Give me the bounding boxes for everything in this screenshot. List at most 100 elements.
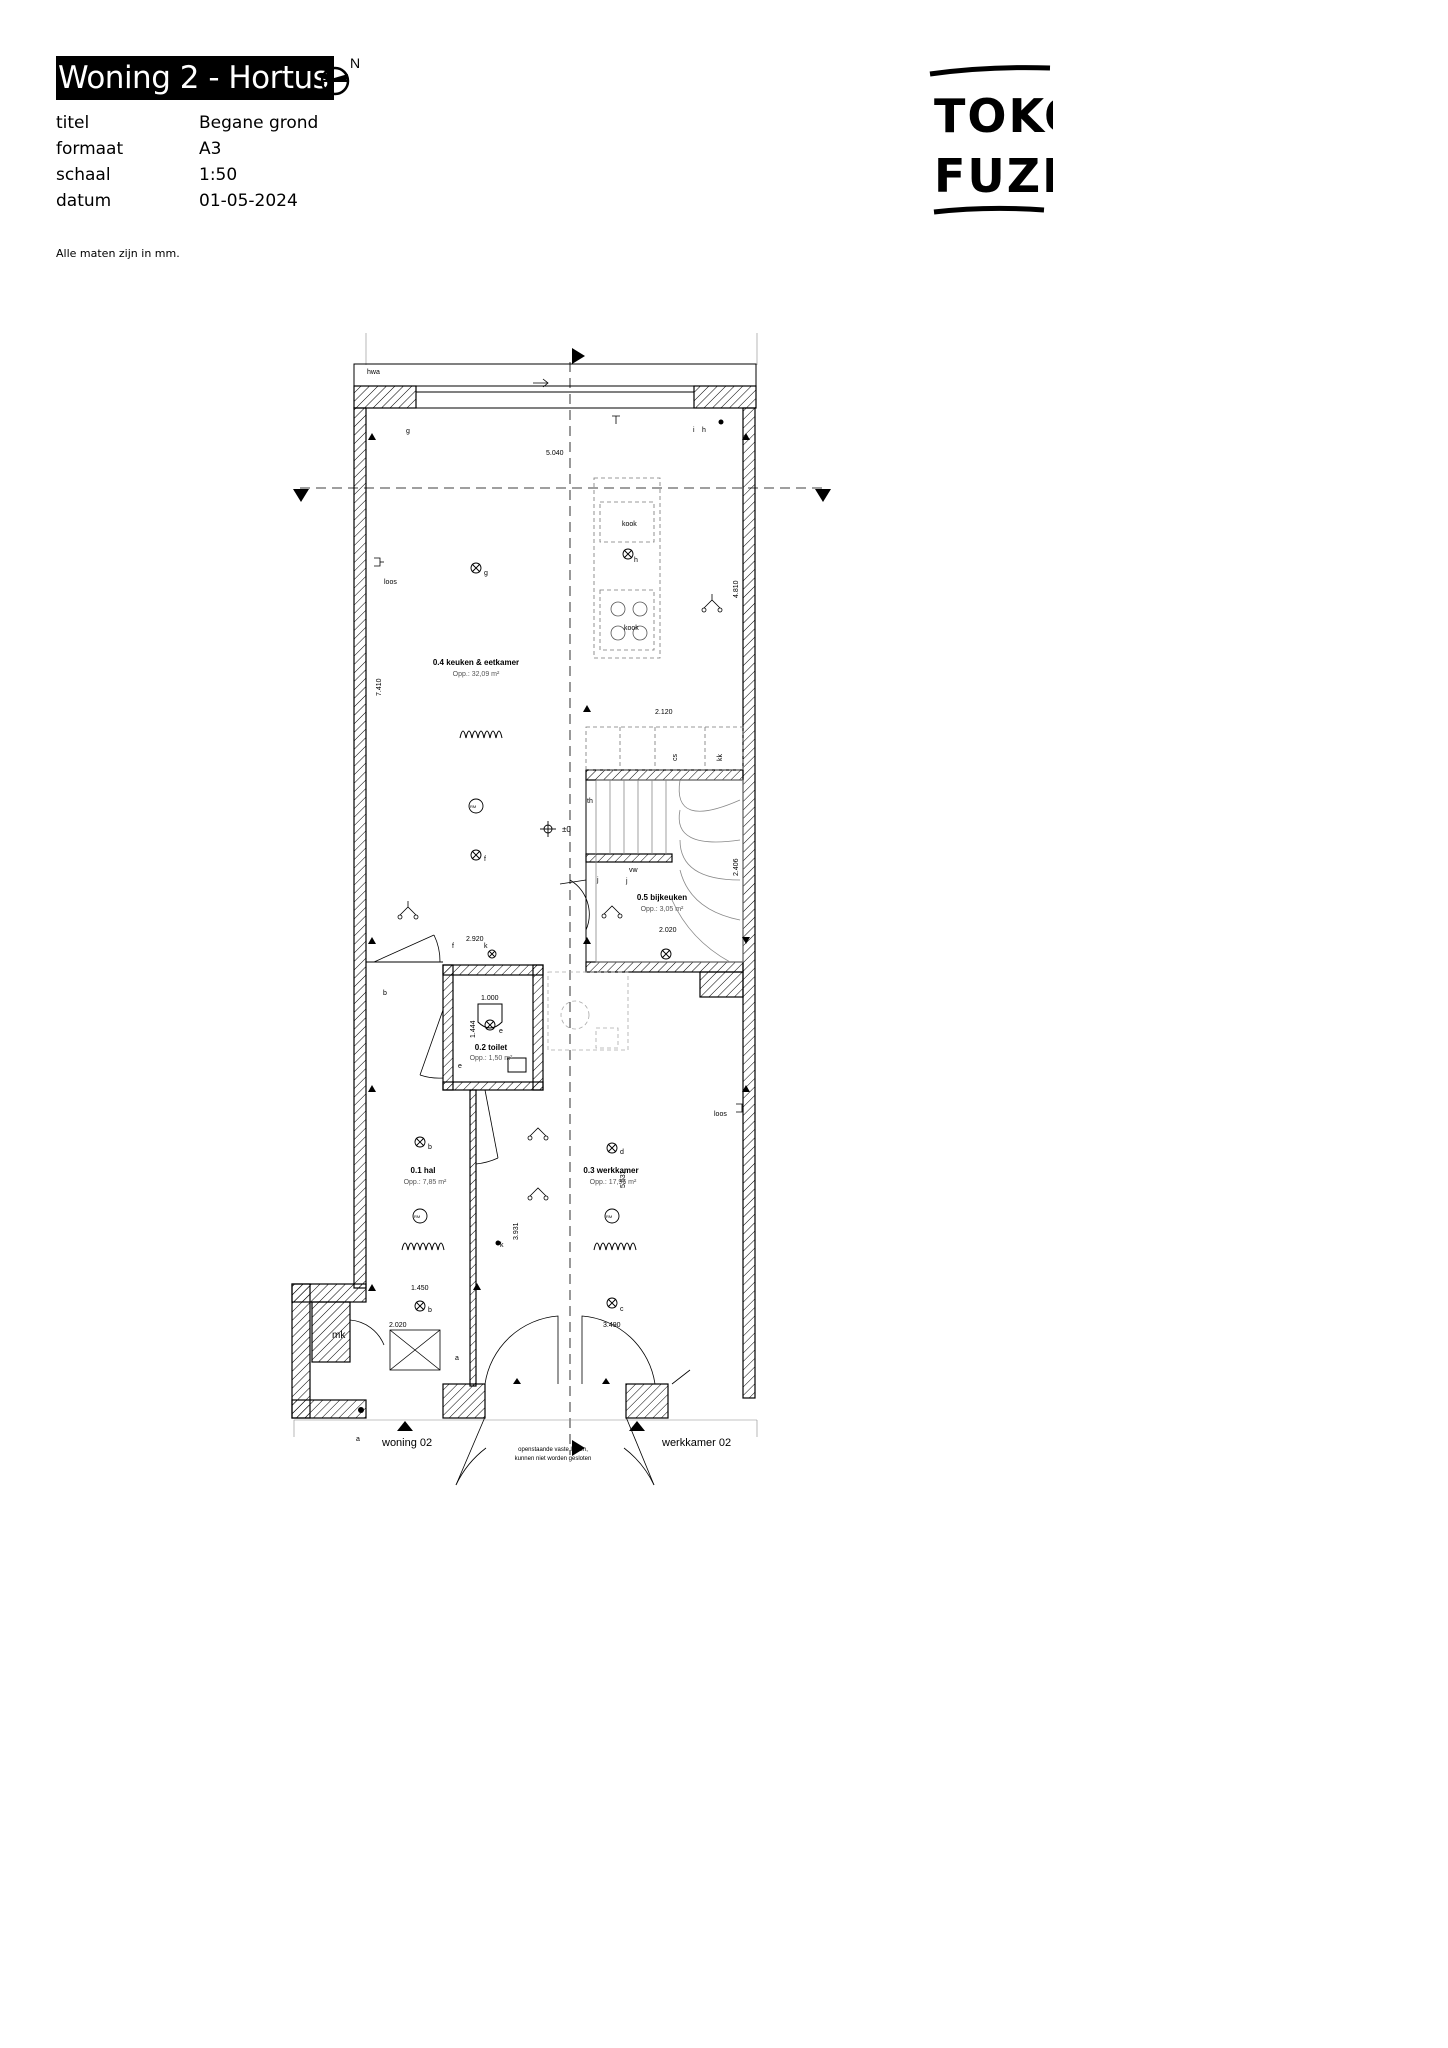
dimension-labels: 5.040 4.810 7.410 2.120 2.406 2.020 2.92… bbox=[376, 450, 740, 1329]
rm-icons bbox=[412, 798, 620, 1224]
dim-3490: 3.490 bbox=[603, 1322, 621, 1329]
meta-row: formaat A3 bbox=[56, 136, 334, 162]
bottom-labels: woning 02 werkkamer 02 openstaande vaste… bbox=[381, 1437, 731, 1462]
dim-1000: 1.000 bbox=[481, 995, 499, 1002]
title-block: Woning 2 - Hortus N titel Begane grond f… bbox=[56, 55, 360, 214]
room-name: 0.2 toilet bbox=[475, 1043, 508, 1052]
meta-row: titel Begane grond bbox=[56, 110, 334, 136]
kook-label-2: kook bbox=[624, 625, 639, 632]
section-lines bbox=[300, 362, 822, 1455]
dim-1450: 1.450 bbox=[411, 1285, 429, 1292]
label-b1: b bbox=[383, 990, 387, 997]
meta-value: 1:50 bbox=[199, 165, 238, 185]
shutters-note-1: openstaande vaste luiken, bbox=[518, 1447, 588, 1453]
room-area: Opp.: 17,96 m² bbox=[590, 1179, 637, 1186]
neighbour-right-label: werkkamer 02 bbox=[661, 1437, 731, 1449]
label-e: e bbox=[499, 1028, 503, 1035]
mk-label: mk bbox=[332, 1330, 346, 1341]
door-swings bbox=[349, 879, 691, 1486]
meta-value: A3 bbox=[199, 139, 222, 159]
floor-plan: hwa loos loos kook kook k k vw j cs kk g… bbox=[291, 333, 831, 1486]
dim-4810: 4.810 bbox=[733, 580, 740, 598]
loos-label-2: loos bbox=[714, 1111, 727, 1118]
label-g: g bbox=[484, 570, 488, 577]
dim-2020-b: 2.020 bbox=[389, 1322, 407, 1329]
label-a2: a bbox=[455, 1355, 459, 1362]
room-name: 0.3 werkkamer bbox=[583, 1166, 638, 1175]
dim-5531: 5.531 bbox=[620, 1170, 627, 1188]
units-note: Alle maten zijn in mm. bbox=[56, 247, 180, 260]
dim-3931: 3.931 bbox=[513, 1222, 520, 1240]
shutters-note-2: kunnen niet worden gesloten bbox=[515, 1456, 592, 1462]
hob-icon bbox=[610, 601, 648, 641]
wall-outlines bbox=[353, 363, 757, 963]
cs-label: cs bbox=[672, 754, 679, 762]
meta-table: titel Begane grond formaat A3 schaal 1:5… bbox=[56, 110, 334, 214]
room-labels: 0.4 keuken & eetkamer Opp.: 32,09 m² 0.5… bbox=[404, 658, 688, 1186]
room-area: Opp.: 3,05 m² bbox=[641, 906, 684, 913]
rm-label-3: RM bbox=[606, 1214, 612, 1219]
toilet-fixtures bbox=[477, 1003, 527, 1073]
logo-line2: FUZE bbox=[934, 149, 1053, 203]
label-h: h bbox=[634, 557, 638, 564]
meta-row: schaal 1:50 bbox=[56, 162, 334, 188]
rm-label-2: RM bbox=[414, 1214, 420, 1219]
meta-value: Begane grond bbox=[199, 113, 319, 133]
label-b3: b bbox=[428, 1307, 432, 1314]
vw-label: vw bbox=[629, 867, 639, 874]
north-arrow-icon: N bbox=[318, 55, 364, 107]
meta-row: datum 01-05-2024 bbox=[56, 188, 334, 214]
w-label: j bbox=[625, 878, 628, 885]
hwa-label: hwa bbox=[367, 369, 380, 376]
room-area: Opp.: 32,09 m² bbox=[453, 671, 500, 678]
label-d: d bbox=[620, 1149, 624, 1156]
marker-dots bbox=[358, 419, 750, 1413]
meta-key: formaat bbox=[56, 139, 124, 159]
meta-key: titel bbox=[56, 113, 90, 133]
rm-label-1: RM bbox=[470, 804, 476, 809]
label-g-top: g bbox=[406, 428, 410, 435]
room-name: 0.1 hal bbox=[411, 1166, 436, 1175]
label-b2: b bbox=[428, 1144, 432, 1151]
room-area: Opp.: 7,85 m² bbox=[404, 1179, 447, 1186]
label-j: j bbox=[596, 877, 599, 884]
meta-key: schaal bbox=[56, 165, 111, 185]
dim-2020: 2.020 bbox=[659, 927, 677, 934]
light-point-icons bbox=[414, 548, 672, 1312]
room-name: 0.4 keuken & eetkamer bbox=[433, 658, 519, 667]
meter-box bbox=[389, 1329, 441, 1371]
symbol-labels: hwa loos loos kook kook k k vw j cs kk g… bbox=[356, 369, 727, 1443]
loos-label-1: loos bbox=[384, 579, 397, 586]
label-a: a bbox=[356, 1436, 360, 1443]
label-k: th bbox=[587, 798, 593, 805]
room-name: 0.5 bijkeuken bbox=[637, 893, 687, 902]
walls bbox=[291, 385, 757, 1419]
drawing-title: Woning 2 - Hortus bbox=[56, 56, 335, 100]
label-f2: f bbox=[452, 943, 454, 950]
staircase bbox=[595, 779, 744, 963]
meta-key: datum bbox=[56, 191, 112, 211]
dim-5040: 5.040 bbox=[546, 450, 564, 457]
kk-label: kk bbox=[717, 754, 724, 762]
radiator-icons bbox=[401, 730, 637, 1251]
party-lines bbox=[293, 333, 758, 1437]
dim-2120: 2.120 bbox=[655, 709, 673, 716]
section-marker-icons bbox=[293, 348, 831, 1456]
meta-value: 01-05-2024 bbox=[199, 191, 298, 211]
dim-2920: 2.920 bbox=[466, 936, 484, 943]
label-e2: e bbox=[458, 1063, 462, 1070]
north-label: N bbox=[350, 56, 360, 71]
neighbour-left-label: woning 02 bbox=[381, 1437, 432, 1449]
label-i: i bbox=[693, 427, 695, 434]
future-toilet bbox=[547, 971, 629, 1051]
room-area: Opp.: 1,50 m² bbox=[470, 1055, 513, 1062]
kitchen-island bbox=[585, 477, 744, 771]
th-label-2: k bbox=[500, 1242, 504, 1249]
level-label: ±0 bbox=[562, 825, 571, 834]
dim-1444: 1.444 bbox=[470, 1020, 477, 1038]
label-c: c bbox=[620, 1306, 624, 1313]
socket-icons bbox=[374, 415, 743, 1201]
dim-7410: 7.410 bbox=[376, 678, 383, 696]
dim-2406: 2.406 bbox=[733, 858, 740, 876]
kook-label-1: kook bbox=[622, 521, 637, 528]
